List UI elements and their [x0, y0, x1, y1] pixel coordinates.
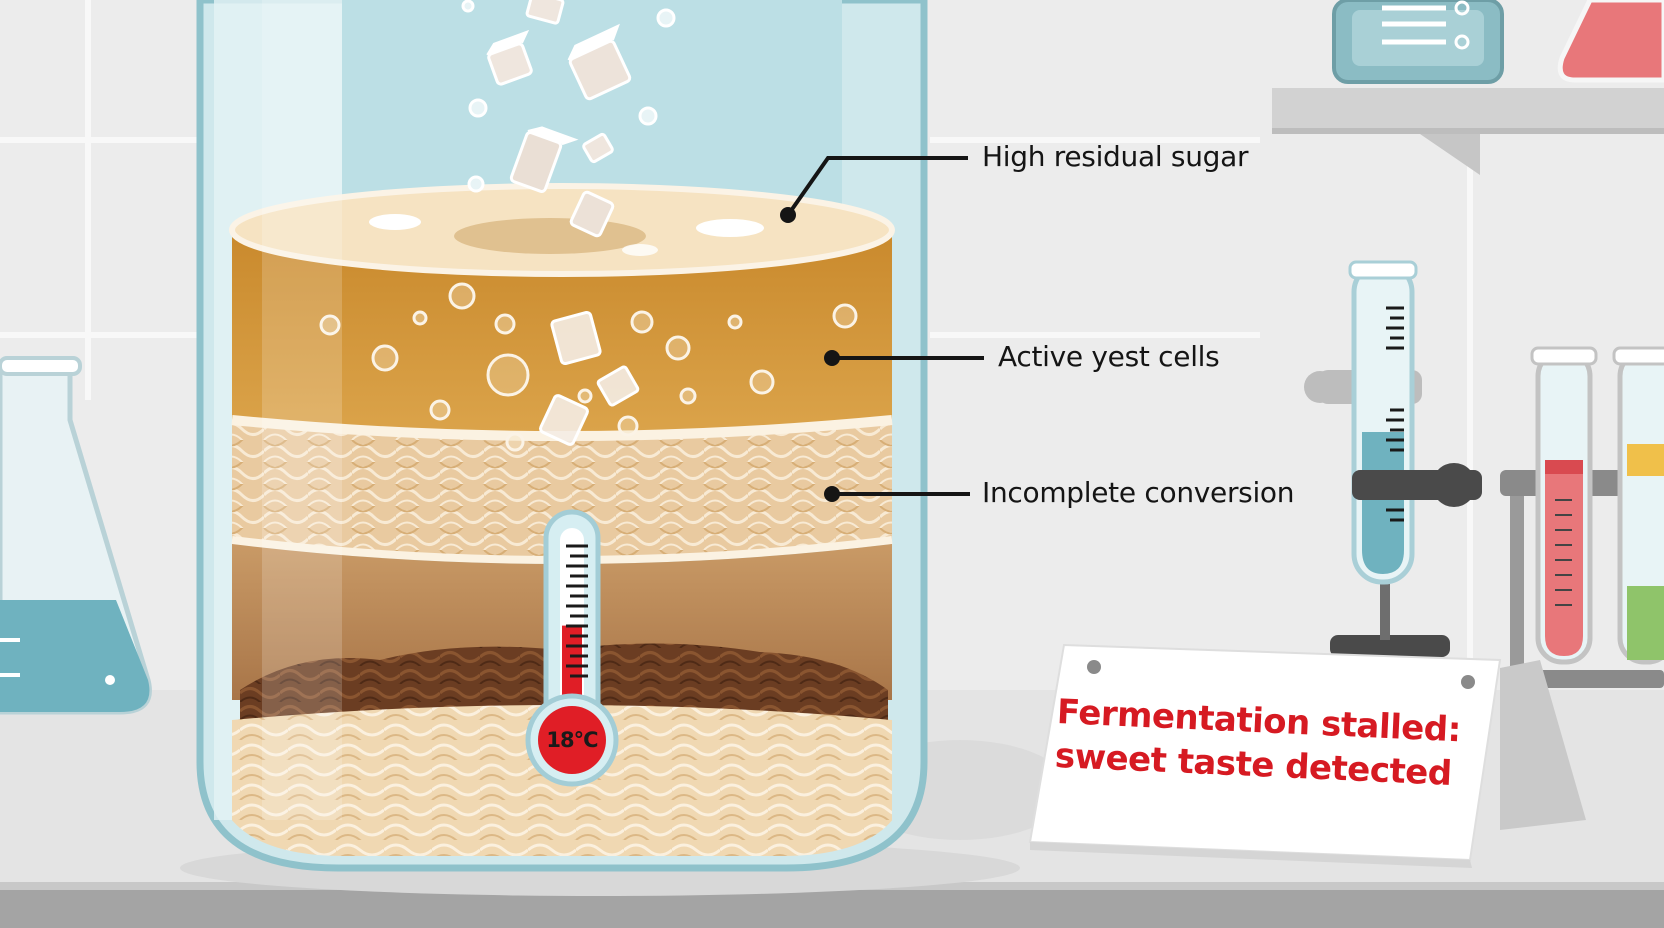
- sugar-cube-icon: [486, 0, 640, 446]
- thermometer-reading: 18°C: [546, 728, 598, 752]
- bubble-icon: [319, 282, 858, 452]
- wall-shelf: [1272, 0, 1664, 175]
- label-yeast-cells: Active yest cells: [998, 340, 1220, 373]
- window-grid: [0, 0, 1473, 680]
- label-residual-sugar: High residual sugar: [982, 140, 1249, 173]
- callout-leaders: [786, 156, 984, 496]
- thermometer-icon: [525, 509, 619, 787]
- foam-surface: [229, 183, 895, 277]
- test-tube-stand: [1304, 260, 1482, 657]
- label-conversion: Incomplete conversion: [982, 476, 1295, 509]
- warning-sign: [1028, 643, 1586, 868]
- test-tube-rack: [1500, 346, 1664, 688]
- flask-icon: [0, 356, 152, 715]
- counter-edge: [0, 888, 1664, 928]
